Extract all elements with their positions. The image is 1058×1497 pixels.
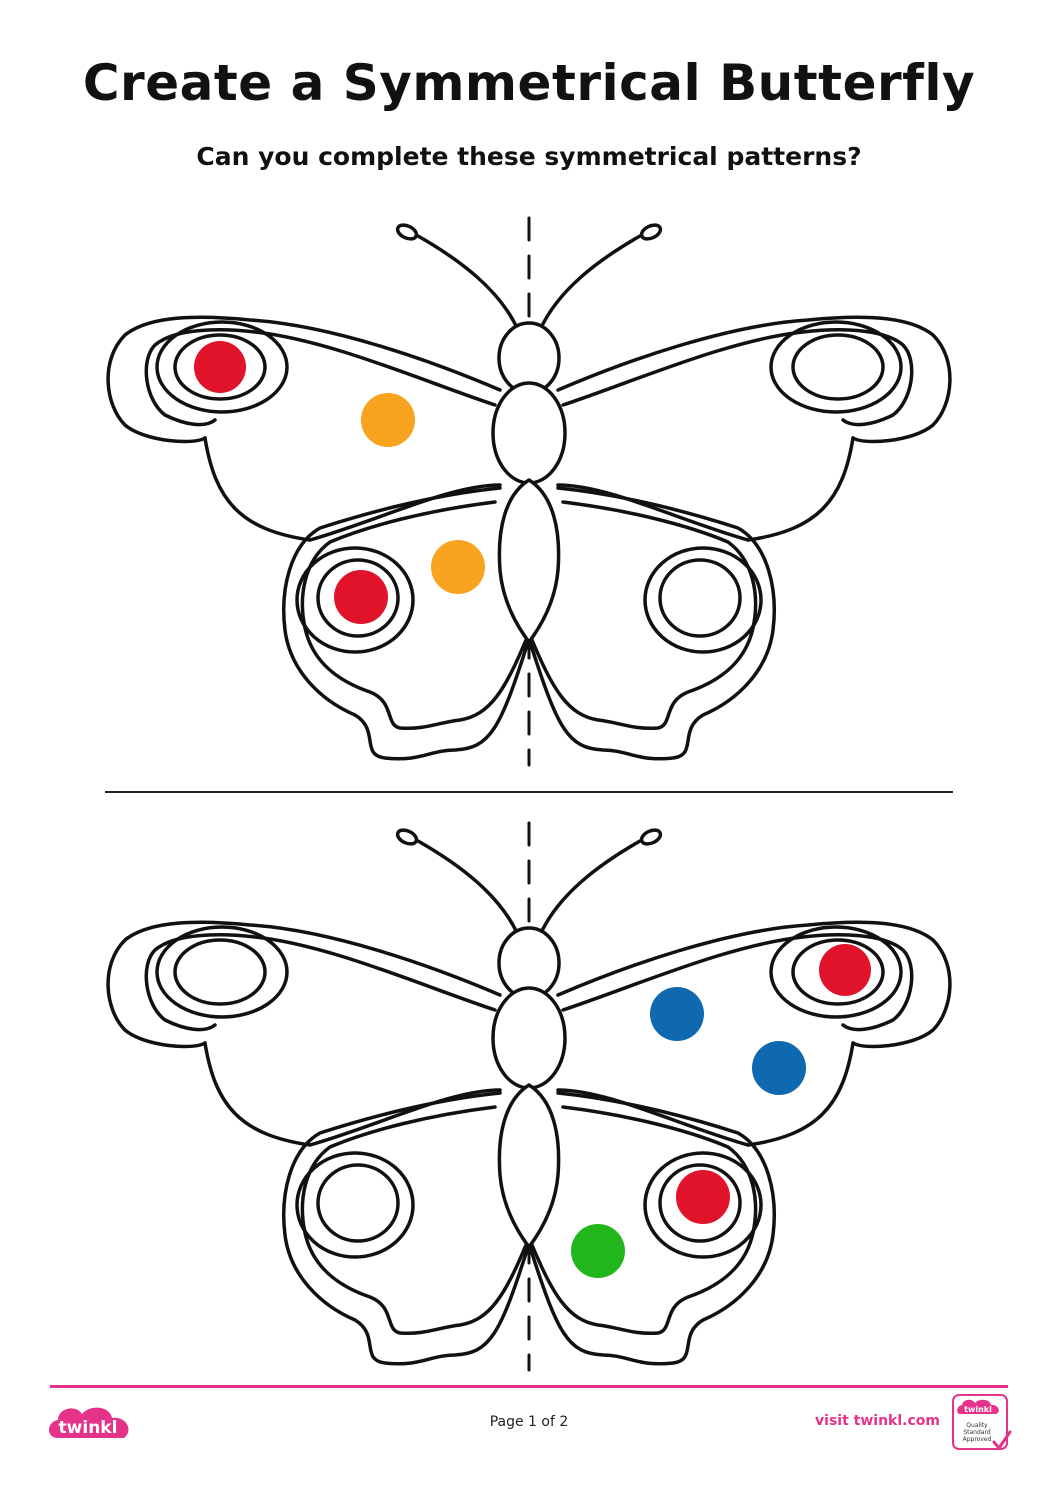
red-dot bbox=[194, 341, 246, 393]
page-number: Page 1 of 2 bbox=[489, 1414, 569, 1430]
visit-link[interactable]: visit twinkl.com bbox=[815, 1413, 940, 1429]
pattern-dots bbox=[194, 341, 485, 624]
blue-dot bbox=[752, 1041, 806, 1095]
twinkl-logo-text: twinkl bbox=[59, 1418, 118, 1438]
footer-divider bbox=[50, 1385, 1008, 1388]
page-title: Create a Symmetrical Butterfly bbox=[82, 54, 976, 112]
orange-dot bbox=[361, 393, 415, 447]
orange-dot bbox=[431, 540, 485, 594]
divider-line bbox=[105, 791, 953, 793]
page-subtitle: Can you complete these symmetrical patte… bbox=[196, 142, 862, 171]
twinkl-logo-icon[interactable]: twinkl bbox=[44, 1400, 136, 1448]
badge-brand: twinkl bbox=[964, 1405, 992, 1414]
butterfly-2 bbox=[106, 821, 952, 1372]
butterfly-1 bbox=[106, 216, 952, 767]
blue-dot bbox=[650, 987, 704, 1041]
badge-caption: Quality Standard Approved bbox=[962, 1422, 992, 1443]
pattern-dots bbox=[571, 944, 871, 1278]
red-dot bbox=[676, 1170, 730, 1224]
quality-badge-icon: twinkl Quality Standard Approved bbox=[950, 1392, 1012, 1454]
red-dot bbox=[819, 944, 871, 996]
red-dot bbox=[334, 570, 388, 624]
green-dot bbox=[571, 1224, 625, 1278]
